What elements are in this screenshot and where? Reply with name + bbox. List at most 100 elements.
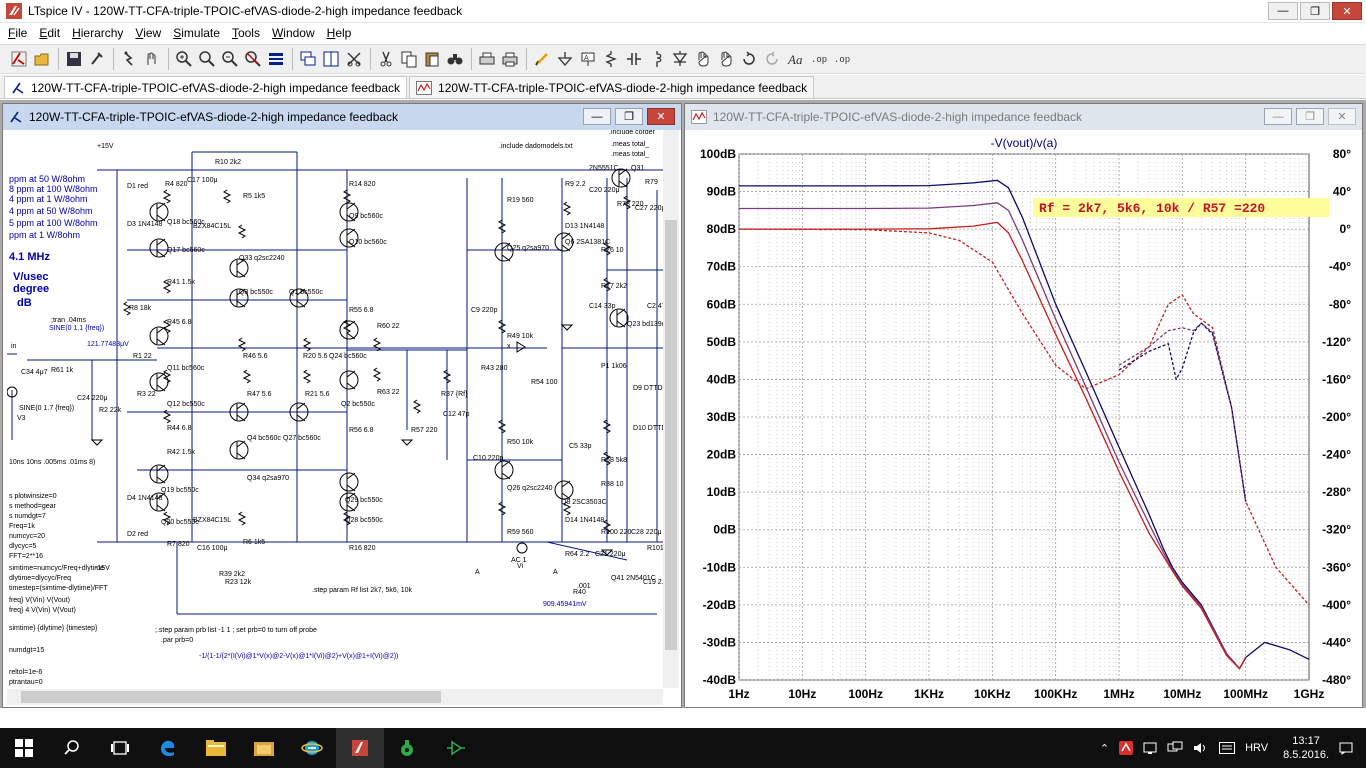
tile-horizontal-button[interactable] (297, 48, 319, 70)
redo-button[interactable]: Aa (784, 48, 806, 70)
resistor-button[interactable] (600, 48, 622, 70)
app-green-button[interactable] (384, 728, 432, 768)
y-left-tick-label: 100dB (700, 147, 736, 161)
spec-label: degree (13, 283, 49, 295)
pan-icon (199, 51, 215, 67)
internet-explorer-button[interactable] (288, 728, 336, 768)
folder-button[interactable] (240, 728, 288, 768)
save-button[interactable] (63, 48, 85, 70)
start-button[interactable] (0, 728, 48, 768)
annotation-text: Rf = 2k7, 5k6, 10k / R57 =220 (1039, 201, 1265, 216)
restore-button[interactable]: ❐ (1300, 2, 1330, 20)
minimize-button[interactable]: — (1264, 108, 1292, 125)
magnitude-trace[interactable] (739, 202, 1247, 670)
draw-wire-icon (535, 53, 548, 66)
horizontal-scrollbar[interactable] (7, 689, 663, 705)
volume-icon[interactable] (1193, 741, 1209, 755)
pan-button[interactable] (196, 48, 218, 70)
menu-edit[interactable]: Edit (39, 26, 61, 40)
search-button[interactable] (48, 728, 96, 768)
spice-directive: numcyc=20 (9, 533, 45, 540)
restore-button[interactable]: ❐ (615, 108, 643, 125)
halt-button[interactable] (141, 48, 163, 70)
cut-button[interactable] (375, 48, 397, 70)
label-net-button[interactable]: A (577, 48, 599, 70)
y-axis-left: 100dB90dB80dB70dB60dB50dB40dB30dB20dB10d… (700, 147, 736, 687)
menu-help[interactable]: Help (326, 26, 352, 40)
zoom-in-button[interactable] (173, 48, 195, 70)
plot-trace-title[interactable]: -V(vout)/v(a) (991, 136, 1058, 150)
print-setup-button[interactable] (476, 48, 498, 70)
spice-directive: dlycyc=5 (9, 543, 37, 550)
capacitor-button[interactable] (623, 48, 645, 70)
component-label: R39 2k2 (219, 571, 245, 578)
network-icon[interactable] (1167, 741, 1183, 755)
scroll-thumb[interactable] (665, 220, 677, 650)
control-panel-button[interactable] (86, 48, 108, 70)
menu-window[interactable]: Window (271, 26, 315, 40)
close-button[interactable]: ✕ (1332, 2, 1362, 20)
component-label: C21 220μ (595, 551, 626, 558)
menu-view[interactable]: View (135, 26, 162, 40)
magnitude-trace[interactable] (739, 221, 1247, 670)
inductor-button[interactable] (646, 48, 668, 70)
ground-button[interactable] (554, 48, 576, 70)
phase-trace[interactable] (1118, 322, 1247, 502)
menu-tools[interactable]: Tools (231, 26, 260, 40)
scroll-thumb[interactable] (21, 691, 441, 703)
windows-update-icon[interactable] (1143, 741, 1157, 755)
restore-button[interactable]: ❐ (1296, 108, 1324, 125)
drag-button[interactable] (738, 48, 760, 70)
tray-app-icon[interactable] (1119, 741, 1134, 755)
component-label: Q9 bc560c (349, 213, 383, 220)
menu-simulate[interactable]: Simulate (173, 26, 220, 40)
menu-hierarchy[interactable]: Hierarchy (72, 26, 124, 40)
find-button[interactable] (444, 48, 466, 70)
move-button[interactable] (715, 48, 737, 70)
tab-schematic[interactable]: 120W-TT-CFA-triple-TPOIC-efVAS-diode-2-h… (4, 76, 408, 98)
paste-button[interactable] (421, 48, 443, 70)
open-button[interactable] (31, 48, 53, 70)
phase-trace[interactable] (1118, 322, 1247, 502)
new-schematic-button[interactable] (8, 48, 30, 70)
spice-directive-button[interactable]: .op (830, 48, 852, 70)
show-hidden-icons-icon[interactable]: ⌃ (1099, 742, 1110, 755)
print-button[interactable] (499, 48, 521, 70)
tile-vertical-button[interactable] (343, 48, 365, 70)
notifications-icon[interactable] (1339, 741, 1353, 755)
keyboard-icon[interactable] (1219, 742, 1236, 754)
minimize-button[interactable]: — (583, 108, 611, 125)
language-indicator[interactable]: HRV (1245, 742, 1269, 754)
close-button[interactable]: ✕ (647, 108, 675, 125)
diode-button[interactable] (669, 48, 691, 70)
task-view-button[interactable] (96, 728, 144, 768)
copy-button[interactable] (398, 48, 420, 70)
clock[interactable]: 13:17 8.5.2016. (1283, 734, 1329, 762)
ltspice-button[interactable] (336, 728, 384, 768)
text-button[interactable]: .op (807, 48, 829, 70)
zoom-out-button[interactable] (219, 48, 241, 70)
spice-directive: .include corder (609, 130, 656, 136)
menu-file[interactable]: File (8, 26, 28, 40)
draw-wire-button[interactable] (531, 48, 553, 70)
minimize-button[interactable]: — (1268, 2, 1298, 20)
close-button[interactable]: ✕ (1328, 108, 1356, 125)
bode-plot[interactable]: -V(vout)/v(a) 100dB90dB80dB70dB60dB50dB40… (687, 130, 1361, 706)
paste-icon (425, 52, 439, 67)
app-circuit-button[interactable] (432, 728, 480, 768)
zoom-fit-button[interactable] (242, 48, 264, 70)
tab-waveform[interactable]: 120W-TT-CFA-triple-TPOIC-efVAS-diode-2-h… (409, 76, 815, 98)
run-button[interactable] (118, 48, 140, 70)
undo-button[interactable] (761, 48, 783, 70)
component-button[interactable] (692, 48, 714, 70)
file-explorer-button[interactable] (192, 728, 240, 768)
cascade-button[interactable] (320, 48, 342, 70)
vertical-scrollbar[interactable] (663, 130, 679, 688)
edge-button[interactable] (144, 728, 192, 768)
autorange-button[interactable] (265, 48, 287, 70)
x-tick-label: 10Hz (788, 687, 816, 701)
